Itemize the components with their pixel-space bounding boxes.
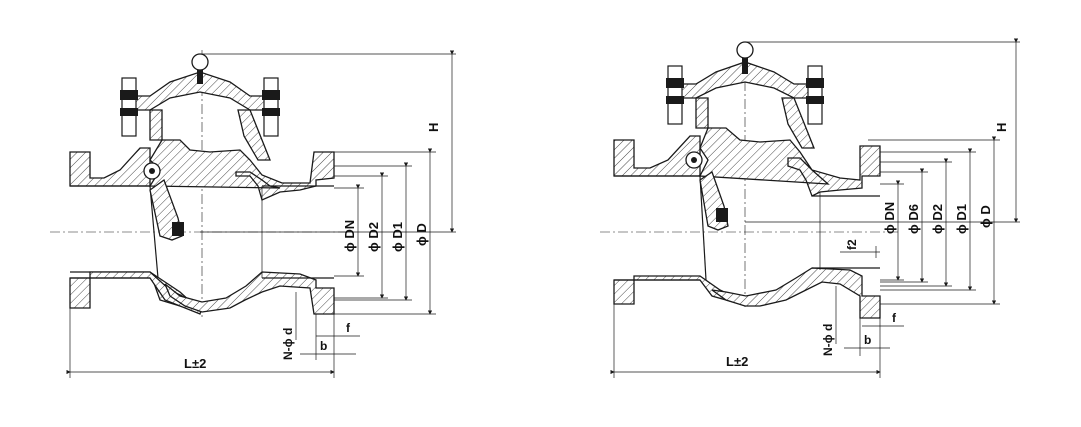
right-label-D: ϕ D [978, 205, 993, 228]
right-label-Nd: N-ϕ d [821, 324, 835, 356]
left-label-Nd: N-ϕ d [281, 328, 295, 360]
left-label-DN: ϕ DN [342, 220, 357, 252]
left-bolt-group [120, 77, 280, 137]
right-label-H: H [994, 123, 1009, 132]
right-label-f: f [892, 311, 897, 325]
left-label-D: ϕ D [414, 223, 429, 246]
right-bolt-group [666, 65, 824, 125]
right-label-D2: ϕ D2 [930, 204, 945, 234]
left-label-D1: ϕ D1 [390, 222, 405, 252]
left-label-D2: ϕ D2 [366, 222, 381, 252]
right-label-DN: ϕ DN [882, 202, 897, 234]
right-label-D6: ϕ D6 [906, 204, 921, 234]
left-label-L: L±2 [184, 356, 206, 371]
left-valve-drawing [50, 50, 456, 378]
left-label-f: f [346, 321, 351, 335]
left-label-b: b [320, 339, 327, 353]
right-label-b: b [864, 333, 871, 347]
right-valve-drawing [600, 38, 1020, 378]
right-label-f2: f2 [845, 239, 859, 250]
left-label-H: H [426, 123, 441, 132]
right-label-D1: ϕ D1 [954, 204, 969, 234]
right-label-L: L±2 [726, 354, 748, 369]
